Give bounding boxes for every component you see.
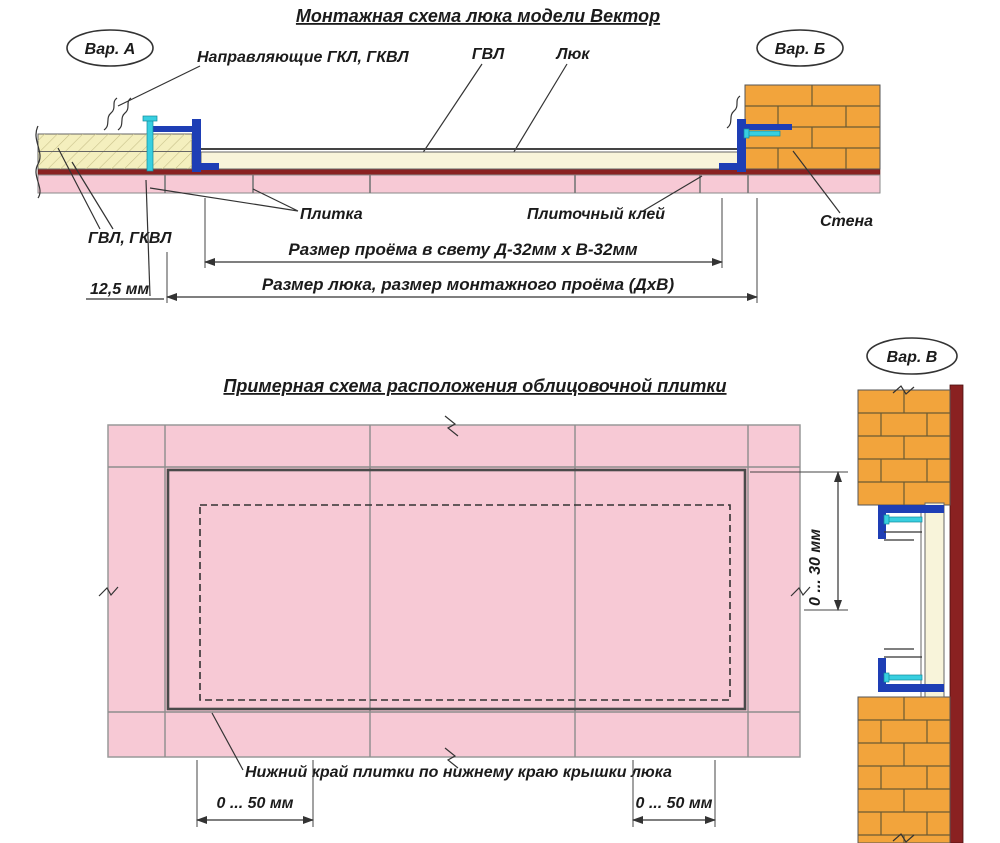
dim-left-text: 0 ... 50 мм — [216, 795, 293, 812]
left-profile-web — [192, 119, 201, 172]
brick-joints — [858, 390, 950, 505]
hatch-lid — [200, 151, 739, 170]
screw-top-head — [883, 514, 890, 525]
top-cross-section: Монтажная схема люка модели Вектор Вар. … — [35, 6, 881, 303]
break-line-icon — [35, 125, 41, 199]
spring-clip-icon — [726, 95, 741, 129]
label-glue: Плиточный клей — [527, 206, 665, 223]
brick-column-bottom — [857, 696, 951, 843]
top-profile — [878, 505, 944, 513]
right-screw — [747, 130, 781, 137]
tile-layout-plan: Примерная схема расположения облицовочно… — [98, 376, 848, 827]
left-frame-profile — [148, 119, 219, 172]
variant-b-oval — [756, 29, 844, 67]
top-title: Монтажная схема люка модели Вектор — [296, 6, 660, 26]
leader-glue — [642, 175, 703, 212]
variant-v-label: Вар. В — [887, 349, 938, 366]
screw-bottom — [887, 674, 923, 681]
break-mark-icon — [892, 385, 915, 395]
dim-right-text: 0 ... 50 мм — [635, 795, 712, 812]
variant-b-badge: Вар. Б — [756, 29, 844, 67]
label-hatch: Люк — [556, 46, 591, 63]
label-wall: Стена — [820, 213, 873, 230]
break-mark-icon — [444, 747, 459, 769]
hatch-lid-vertical — [924, 502, 945, 698]
label-guides: Направляющие ГКЛ, ГКВЛ — [197, 49, 410, 66]
adhesive-layer — [37, 168, 881, 176]
leader-note — [211, 712, 244, 771]
label-gvl-gkvl: ГВЛ, ГКВЛ — [88, 230, 172, 247]
variant-a-badge: Вар. А — [66, 29, 154, 67]
leader-guides — [117, 65, 201, 107]
variant-a-oval — [66, 29, 154, 67]
screw-top — [887, 516, 923, 523]
left-profile-foot — [192, 163, 219, 170]
variant-a-label: Вар. А — [85, 41, 136, 58]
right-screw-head — [743, 128, 750, 139]
right-frame-profile — [719, 119, 792, 172]
left-profile-flange — [148, 126, 201, 132]
right-profile-foot — [719, 163, 746, 170]
hatch-lid-dashed-outline — [199, 504, 731, 701]
brick-joints — [858, 697, 950, 843]
hinge-detail-lines — [884, 531, 922, 658]
adhesive-strip-vertical — [949, 384, 964, 843]
right-profile-web — [737, 119, 746, 172]
brick-column-top — [857, 389, 951, 506]
label-tile: Плитка — [300, 206, 363, 223]
label-gvl: ГВЛ — [472, 46, 505, 63]
variant-b-label: Вар. Б — [775, 41, 825, 58]
tile-grid-joints — [108, 425, 800, 757]
break-mark-icon — [98, 586, 119, 597]
spring-clip-icon — [103, 97, 118, 131]
dim-opening-text: Размер проёма в свету Д-32мм х В-32мм — [288, 240, 638, 259]
plan-title: Примерная схема расположения облицовочно… — [223, 376, 726, 396]
break-mark-icon — [790, 586, 811, 597]
tile-joints — [164, 175, 749, 193]
side-section-variant-v: Вар. В — [857, 337, 964, 843]
leader-wall — [792, 150, 841, 214]
leader-thickness — [145, 179, 151, 297]
leader-gvl-gkvl — [57, 147, 114, 230]
left-screw-head — [142, 115, 158, 122]
break-mark-icon — [892, 833, 915, 843]
plan-note: Нижний край плитки по нижнему краю крышк… — [245, 764, 672, 781]
gvl-panel-left — [37, 133, 193, 170]
bottom-profile-web — [878, 658, 886, 692]
variant-v-badge: Вар. В — [866, 337, 958, 375]
tile-field — [107, 424, 801, 758]
left-screw — [146, 118, 154, 172]
leader-tile — [149, 187, 299, 212]
tile-strip — [37, 174, 881, 194]
dim-offset-text: 0 ... 30 мм — [807, 529, 824, 606]
brick-column-bottom-fill — [857, 696, 951, 843]
dim-thickness-text: 12,5 мм — [90, 281, 149, 298]
bottom-profile — [878, 684, 944, 692]
break-mark-icon — [444, 415, 459, 437]
top-profile-web — [878, 505, 886, 539]
variant-v-oval — [866, 337, 958, 375]
screw-bottom-head — [883, 672, 890, 683]
hatch-frame-outline — [166, 468, 747, 711]
leader-gvl — [417, 63, 483, 161]
dim-hatch-text: Размер люка, размер монтажного проёма (Д… — [262, 275, 675, 294]
right-profile-flange — [746, 124, 792, 130]
spring-clip-icon — [117, 97, 132, 131]
brick-joints — [745, 85, 880, 169]
